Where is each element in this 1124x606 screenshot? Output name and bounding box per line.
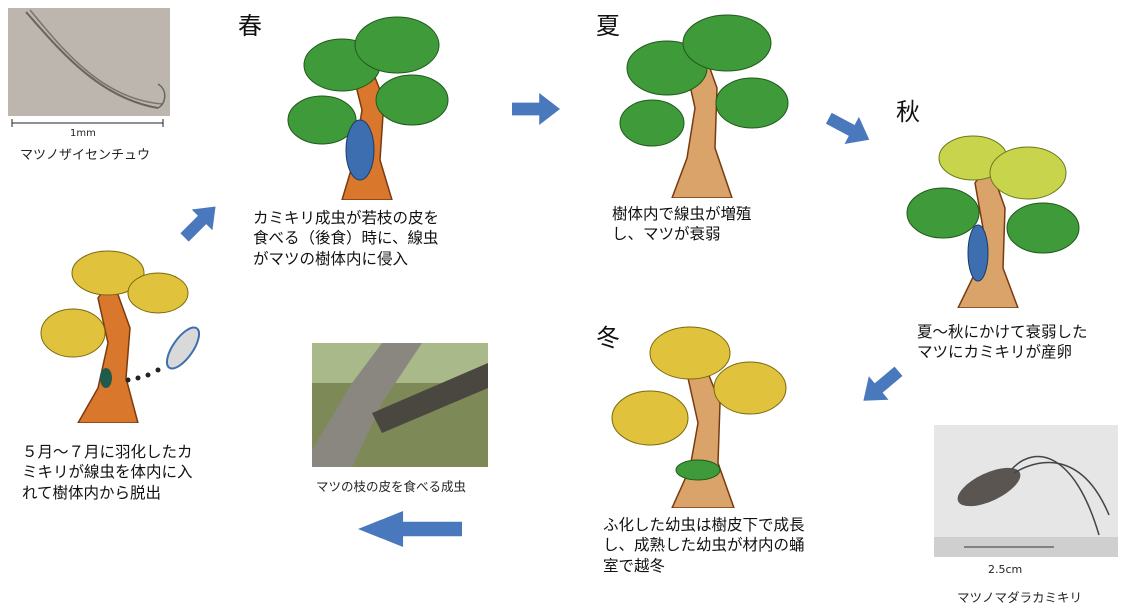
winter-caption: ふ化した幼虫は樹皮下で成長 し、成熟した幼虫が材内の蛹 室で越冬 — [603, 516, 805, 575]
arrow-left-winter-to-feeding — [358, 511, 462, 547]
feeding-photo-label: マツの枝の皮を食べる成虫 — [316, 479, 467, 494]
season-summer-label: 夏 — [596, 12, 620, 40]
season-autumn-label: 秋 — [896, 98, 920, 126]
beetle-image — [934, 425, 1118, 557]
season-spring-label: 春 — [238, 12, 262, 40]
emergence-tree-illustration — [38, 248, 213, 423]
nematode-scale-bar — [10, 119, 165, 127]
spring-caption: カミキリ成虫が若枝の皮を 食べる（後食）時に、線虫 がマツの樹体内に侵入 — [253, 209, 440, 268]
arrow-down-right-summer-to-autumn — [821, 104, 877, 154]
feeding-photo — [312, 343, 488, 467]
summer-tree-illustration — [607, 8, 792, 198]
beetle-photo — [934, 425, 1118, 557]
summer-caption: 樹体内で線虫が増殖 し、マツが衰弱 — [612, 205, 752, 244]
nematode-label: マツノザイセンチュウ — [20, 148, 151, 163]
arrow-right-spring-to-summer — [512, 92, 560, 126]
season-winter-label: 冬 — [596, 324, 620, 352]
autumn-tree-illustration — [903, 128, 1083, 308]
winter-tree-illustration — [610, 318, 795, 508]
beetle-scale-label: 2.5cm — [988, 563, 1023, 576]
beetle-label: マツノマダラカミキリ — [957, 590, 1083, 605]
autumn-caption: 夏〜秋にかけて衰弱した マツにカミキリが産卵 — [917, 323, 1088, 362]
arrow-down-left-autumn-to-winter — [853, 359, 909, 413]
nematode-scale-label: 1mm — [70, 128, 96, 139]
nematode-image — [8, 8, 170, 116]
feeding-image — [312, 343, 488, 467]
arrow-up-right-emergence-to-spring — [173, 195, 227, 249]
spring-tree-illustration — [272, 10, 457, 200]
emergence-caption: ５月〜７月に羽化したカ ミキリが線虫を体内に入 れて樹体内から脱出 — [22, 443, 193, 502]
nematode-photo — [8, 8, 170, 116]
